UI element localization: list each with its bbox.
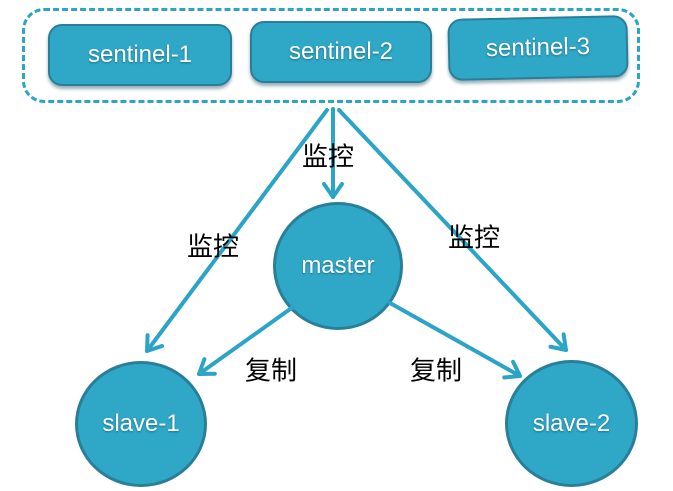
slave-2-node-label: slave-2 bbox=[532, 409, 611, 437]
replicate-slave1-edge-label: 复制 bbox=[244, 356, 298, 387]
sentinel-2-label: sentinel-2 bbox=[288, 38, 394, 65]
monitor-master-edge-label: 监控 bbox=[301, 142, 355, 173]
sentinel-3-box: sentinel-3 bbox=[447, 15, 629, 81]
sentinel-group-container bbox=[22, 8, 640, 103]
sentinel-3-label: sentinel-3 bbox=[485, 32, 591, 63]
slave-1-node-label: slave-1 bbox=[102, 410, 180, 437]
monitor-slave2-edge-label: 监控 bbox=[447, 223, 501, 254]
sentinel-1-label: sentinel-1 bbox=[87, 41, 193, 68]
replicate-slave2-edge-label: 复制 bbox=[409, 356, 463, 387]
master-node-label: master bbox=[301, 252, 375, 279]
slave-2-node: slave-2 bbox=[505, 360, 638, 487]
master-node: master bbox=[273, 202, 403, 330]
sentinel-2-box: sentinel-2 bbox=[250, 21, 432, 83]
monitor-slave1-edge-label: 监控 bbox=[186, 232, 240, 263]
sentinel-1-box: sentinel-1 bbox=[48, 24, 232, 86]
slave-1-node: slave-1 bbox=[75, 361, 207, 487]
